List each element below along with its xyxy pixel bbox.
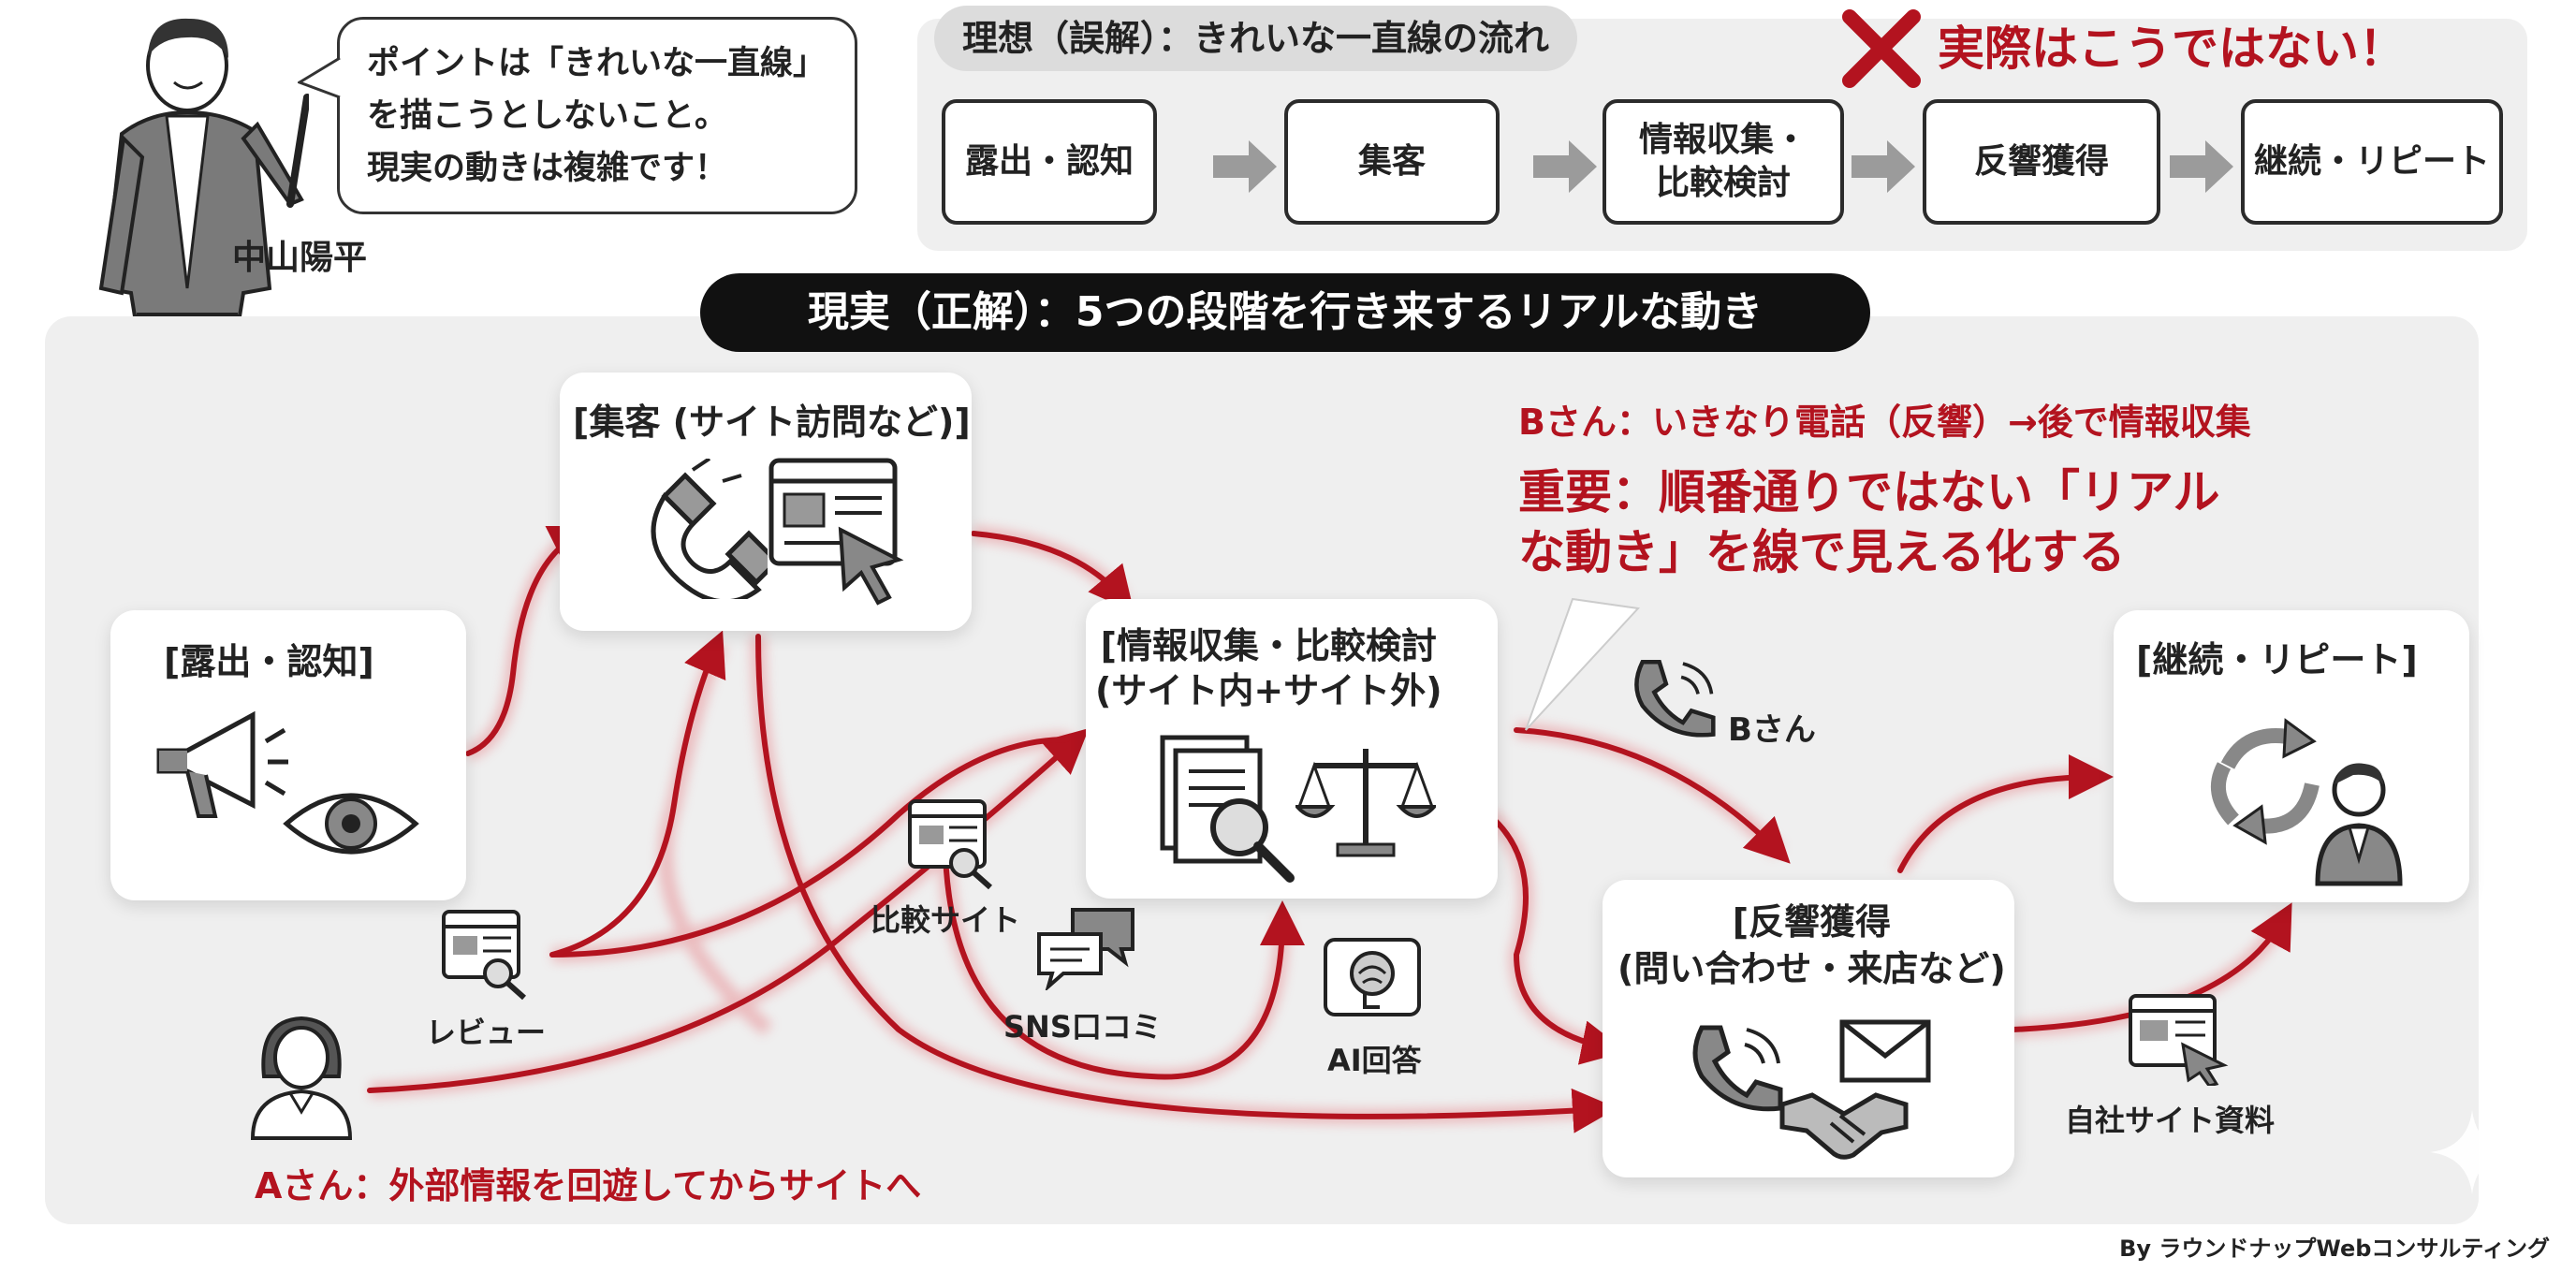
source-label-sns: SNS口コミ — [1003, 1009, 1162, 1045]
ideal-step-repeat: 継続・リピート — [2241, 99, 2503, 225]
source-label-own-site: 自社サイト資料 — [2065, 1103, 2276, 1138]
compare-site-icon — [908, 799, 992, 890]
megaphone-icon — [156, 710, 288, 818]
stage-label-response: [反響獲得 (問い合わせ・来店など) — [1617, 901, 2006, 989]
source-label-review: レビュー — [426, 1015, 547, 1050]
important-note: 重要：順番通りではない「リアル な動き」を線で見える化する — [1518, 465, 2220, 579]
own-site-cursor-icon — [2129, 994, 2229, 1086]
review-browser-icon — [442, 910, 526, 1001]
credit-label: By ラウンドナップWebコンサルティング — [2119, 1235, 2550, 1262]
gray-arrow-icon — [2170, 140, 2233, 193]
stage-card-attract — [560, 373, 972, 631]
envelope-icon — [1839, 1019, 1931, 1083]
speech-bubble — [337, 17, 857, 214]
speech-bubble-tail — [298, 56, 341, 99]
stage-label-repeat: [継続・リピート] — [2136, 639, 2418, 680]
person-b-label: Bさん — [1728, 711, 1816, 749]
not-like-this-label: 実際はこうではない！ — [1938, 22, 2406, 76]
note-person-a: Aさん：外部情報を回遊してからサイトへ — [255, 1165, 922, 1206]
stage-label-attract: [集客 (サイト訪問など)] — [573, 402, 971, 443]
stage-label-info: [情報収集・比較検討 (サイト内+サイト外) — [1095, 625, 1442, 711]
note-person-b: Bさん：いきなり電話（反響）→後で情報収集 — [1518, 402, 2251, 443]
ideal-step-info: 情報収集・ 比較検討 — [1603, 99, 1844, 225]
ideal-step-response: 反響獲得 — [1923, 99, 2160, 225]
eye-icon — [283, 793, 419, 855]
businessman-icon — [2315, 763, 2403, 886]
ai-brain-icon — [1324, 938, 1421, 1016]
magnet-icon — [651, 459, 768, 599]
stage-card-repeat — [2114, 610, 2469, 902]
stage-label-exposure: [露出・認知] — [164, 641, 374, 682]
gray-arrow-icon — [1852, 140, 1915, 193]
speech-bubble-text: ポイントは「きれいな一直線」 を描こうとしないこと。 現実の動きは複雑です！ — [367, 45, 827, 187]
document-magnifier-icon — [1160, 735, 1295, 883]
ideal-step-attract: 集客 — [1284, 99, 1500, 225]
phone-icon — [1692, 1025, 1783, 1112]
source-label-compare-site: 比較サイト — [871, 902, 1021, 938]
ideal-step-exposure: 露出・認知 — [942, 99, 1157, 225]
refresh-cycle-icon — [2211, 718, 2320, 845]
woman-avatar-icon — [250, 1016, 353, 1140]
stage-card-info — [1086, 599, 1498, 899]
source-label-ai: AI回答 — [1327, 1043, 1422, 1078]
presenter-name: 中山陽平 — [232, 239, 368, 277]
gray-arrow-icon — [1213, 140, 1277, 193]
cross-mark-icon — [1842, 9, 1921, 88]
gray-arrow-icon — [1533, 140, 1597, 193]
browser-cursor-icon — [768, 458, 904, 606]
sparkle-icon — [2430, 1110, 2514, 1194]
scale-icon — [1295, 749, 1436, 857]
chat-bubbles-icon — [1037, 908, 1134, 990]
ideal-flow-title: 理想（誤解）：きれいな一直線の流れ — [934, 6, 1578, 71]
handshake-icon — [1779, 1092, 1909, 1160]
reality-flow-title: 現実（正解）：5つの段階を行き来するリアルな動き — [700, 273, 1870, 352]
phone-icon — [1634, 659, 1716, 738]
